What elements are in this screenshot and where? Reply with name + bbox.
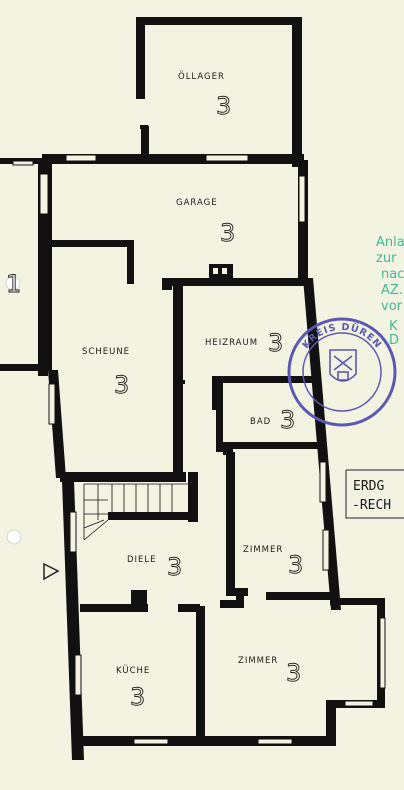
room-label-bad: BAD bbox=[250, 417, 271, 427]
kreis-dueren-stamp: KREIS DÜREN K D bbox=[287, 317, 399, 427]
room-label-kueche: KÜCHE bbox=[116, 665, 150, 676]
svg-text:vor: vor bbox=[381, 299, 403, 314]
neighbor-number: 1 bbox=[6, 270, 21, 298]
staircase bbox=[83, 483, 190, 541]
green-margin-note: Anla zur nac AZ. vor bbox=[376, 235, 404, 314]
svg-text:AZ.: AZ. bbox=[381, 283, 403, 298]
fold-marker-icon bbox=[43, 562, 60, 581]
room-label-diele: DIELE bbox=[127, 555, 157, 565]
room-number-bad: 3 bbox=[280, 406, 295, 434]
room-label-scheune: SCHEUNE bbox=[82, 347, 130, 357]
room-number-kueche: 3 bbox=[130, 683, 145, 711]
neighbor-building-window bbox=[12, 160, 34, 166]
room-number-diele: 3 bbox=[167, 553, 182, 581]
room-label-oellager: ÖLLAGER bbox=[178, 71, 225, 82]
room-number-zimmer-2: 3 bbox=[286, 659, 301, 687]
punch-hole-top bbox=[5, 275, 21, 291]
room-number-heizraum: 3 bbox=[268, 329, 283, 357]
door-marks bbox=[140, 125, 244, 610]
room-number-garage: 3 bbox=[220, 219, 235, 247]
room-label-zimmer-2: ZIMMER bbox=[238, 656, 278, 666]
windows bbox=[39, 154, 386, 745]
svg-text:nac: nac bbox=[381, 267, 404, 282]
room-number-oellager: 3 bbox=[216, 92, 231, 120]
side-title-line-1: ERDG bbox=[353, 479, 384, 494]
svg-text:Anla: Anla bbox=[376, 235, 404, 250]
side-title-box: ERDG -RECH bbox=[345, 469, 404, 519]
stamp-overlay-note-1: K bbox=[389, 319, 398, 334]
room-number-zimmer-1: 3 bbox=[288, 551, 303, 579]
side-title-line-2: -RECH bbox=[352, 498, 391, 513]
stamp-overlay-note-2: D bbox=[389, 333, 399, 348]
punch-hole-bottom bbox=[6, 529, 22, 545]
room-label-heizraum: HEIZRAUM bbox=[205, 338, 258, 348]
room-label-garage: GARAGE bbox=[176, 198, 218, 208]
room-number-scheune: 3 bbox=[114, 371, 129, 399]
walls bbox=[40, 17, 385, 760]
coat-of-arms-icon bbox=[329, 349, 357, 382]
svg-text:zur: zur bbox=[376, 251, 397, 266]
room-label-zimmer-1: ZIMMER bbox=[243, 545, 283, 555]
chimney-flues bbox=[213, 268, 227, 274]
